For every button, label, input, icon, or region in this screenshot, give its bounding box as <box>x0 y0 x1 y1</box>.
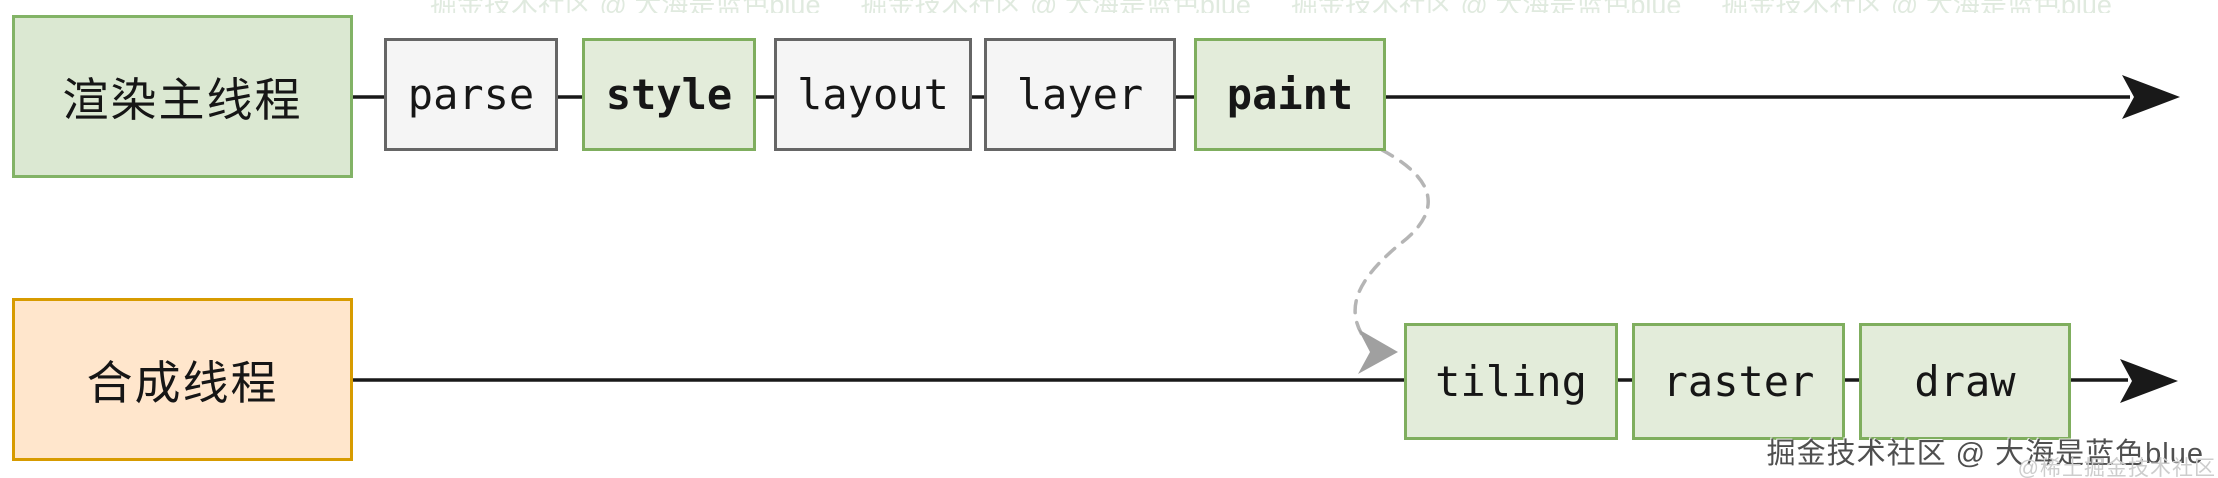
main-thread-box: 渲染主线程 <box>12 15 353 178</box>
top-watermark-text: 掘金技术社区 @ 大海是蓝色blue <box>860 0 1250 13</box>
top-watermark-text: 掘金技术社区 @ 大海是蓝色blue <box>1291 0 1681 13</box>
watermark-secondary: @稀土掘金技术社区 <box>2017 457 2216 478</box>
stage-label-paint: paint <box>1226 70 1354 119</box>
dashed-curve-arrowhead-icon <box>1358 329 1398 374</box>
top-watermark-text: 掘金技术社区 @ 大海是蓝色blue <box>1721 0 2111 13</box>
stage-box-raster: raster <box>1632 323 1845 440</box>
stage-label-tiling: tiling <box>1435 357 1587 406</box>
compositor-thread-arrowhead-icon <box>2120 359 2178 403</box>
stage-box-layer: layer <box>984 38 1176 151</box>
compositor-thread-box: 合成线程 <box>12 298 353 461</box>
stage-box-paint: paint <box>1194 38 1386 151</box>
stage-label-style: style <box>605 70 733 119</box>
stage-box-style: style <box>582 38 756 151</box>
main-thread-label: 渲染主线程 <box>62 73 303 126</box>
stage-box-parse: parse <box>384 38 558 151</box>
top-watermark-strip: 掘金技术社区 @ 大海是蓝色blue 掘金技术社区 @ 大海是蓝色blue 掘金技术… <box>430 0 2218 13</box>
main-thread-arrowhead-icon <box>2122 75 2180 119</box>
stage-label-layer: layer <box>1016 70 1144 119</box>
stage-box-draw: draw <box>1859 323 2071 440</box>
stage-label-raster: raster <box>1662 357 1815 406</box>
watermark-main: 掘金技术社区 @ 大海是蓝色blue <box>1766 438 2204 470</box>
stage-box-layout: layout <box>774 38 972 151</box>
stage-box-tiling: tiling <box>1404 323 1618 440</box>
stage-label-parse: parse <box>407 70 535 119</box>
top-watermark-text: 掘金技术社区 @ 大海是蓝色blue <box>430 0 820 13</box>
stage-label-layout: layout <box>797 70 949 119</box>
compositor-thread-label: 合成线程 <box>86 356 279 409</box>
stage-label-draw: draw <box>1914 357 2016 406</box>
paint-to-tiling-dashed-curve <box>1353 148 1430 340</box>
